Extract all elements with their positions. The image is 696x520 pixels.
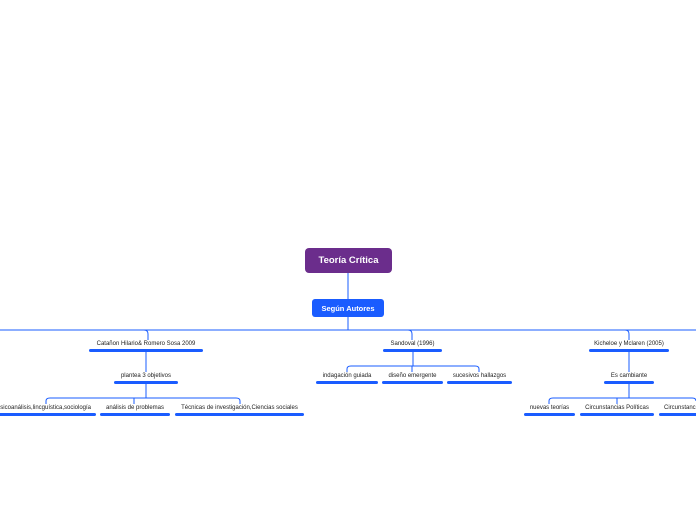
topic-psicoanalisis[interactable]: psicoanálisis,lincguística,sociología xyxy=(0,404,96,416)
topic-underline xyxy=(659,413,696,416)
topic-underline xyxy=(604,381,654,384)
topic-kicheloe-mclaren[interactable]: Kicheloe y Mclaren (2005) xyxy=(589,340,669,352)
topic-tecnicas-investigacion[interactable]: Técnicas de investigación,Ciencias socia… xyxy=(175,404,304,416)
topic-nuevas-teorias[interactable]: nuevas teorías xyxy=(524,404,575,416)
topic-circunstancias-politicas[interactable]: Circunstancias Políticas xyxy=(580,404,654,416)
topic-underline xyxy=(382,381,443,384)
connector-author-3 xyxy=(624,329,630,340)
topic-label: Técnicas de investigación,Ciencias socia… xyxy=(181,405,298,411)
topic-sandoval[interactable]: Sandoval (1996) xyxy=(383,340,442,352)
main-topic-label: Según Autores xyxy=(321,303,375,313)
topic-catanon-romero[interactable]: Catañon Hilario& Romero Sosa 2009 xyxy=(89,340,203,352)
topic-underline xyxy=(175,413,304,416)
topic-analisis-problemas[interactable]: análisis de problemas xyxy=(100,404,170,416)
topic-underline xyxy=(447,381,512,384)
topic-diseno-emergente[interactable]: diseño emergente xyxy=(382,372,443,384)
main-topic-segun-autores[interactable]: Según Autores xyxy=(312,299,384,317)
topic-underline xyxy=(0,413,96,416)
central-topic-label: Teoría Crítica xyxy=(318,255,379,266)
topic-circunstancias[interactable]: Circunstancias xyxy=(659,404,696,416)
topic-sucesivos-hallazgos[interactable]: sucesivos hallazgos xyxy=(447,372,512,384)
topic-label: Sandoval (1996) xyxy=(390,341,435,347)
topic-underline xyxy=(524,413,575,416)
topic-label: Es cambiante xyxy=(610,373,648,379)
topic-es-cambiante[interactable]: Es cambiante xyxy=(604,372,654,384)
topic-label: Circunstancias xyxy=(664,405,696,411)
central-topic-teoria-critica[interactable]: Teoría Crítica xyxy=(305,248,392,273)
topic-label: nuevas teorías xyxy=(529,405,570,411)
topic-label: diseño emergente xyxy=(388,373,437,379)
topic-label: sucesivos hallazgos xyxy=(452,373,507,379)
connector-sandoval-bus xyxy=(346,365,480,372)
topic-underline xyxy=(100,413,170,416)
connector-author-1 xyxy=(143,329,149,340)
topic-label: psicoanálisis,lincguística,sociología xyxy=(0,405,92,411)
topic-label: análisis de problemas xyxy=(105,405,165,411)
connector-author-2 xyxy=(407,329,413,340)
topic-label: Circunstancias Políticas xyxy=(585,405,649,411)
topic-label: Catañon Hilario& Romero Sosa 2009 xyxy=(96,341,196,347)
topic-underline xyxy=(580,413,654,416)
topic-label: plantea 3 objetivos xyxy=(120,373,172,379)
connector-objetivos-bus xyxy=(45,397,241,404)
topic-underline xyxy=(589,349,669,352)
topic-label: Kicheloe y Mclaren (2005) xyxy=(594,341,664,347)
topic-underline xyxy=(383,349,442,352)
topic-underline xyxy=(114,381,178,384)
topic-underline xyxy=(89,349,203,352)
topic-indagacion-guiada[interactable]: indagación guiada xyxy=(316,372,378,384)
topic-plantea-objetivos[interactable]: plantea 3 objetivos xyxy=(114,372,178,384)
topic-underline xyxy=(316,381,378,384)
topic-label: indagación guiada xyxy=(322,373,372,379)
